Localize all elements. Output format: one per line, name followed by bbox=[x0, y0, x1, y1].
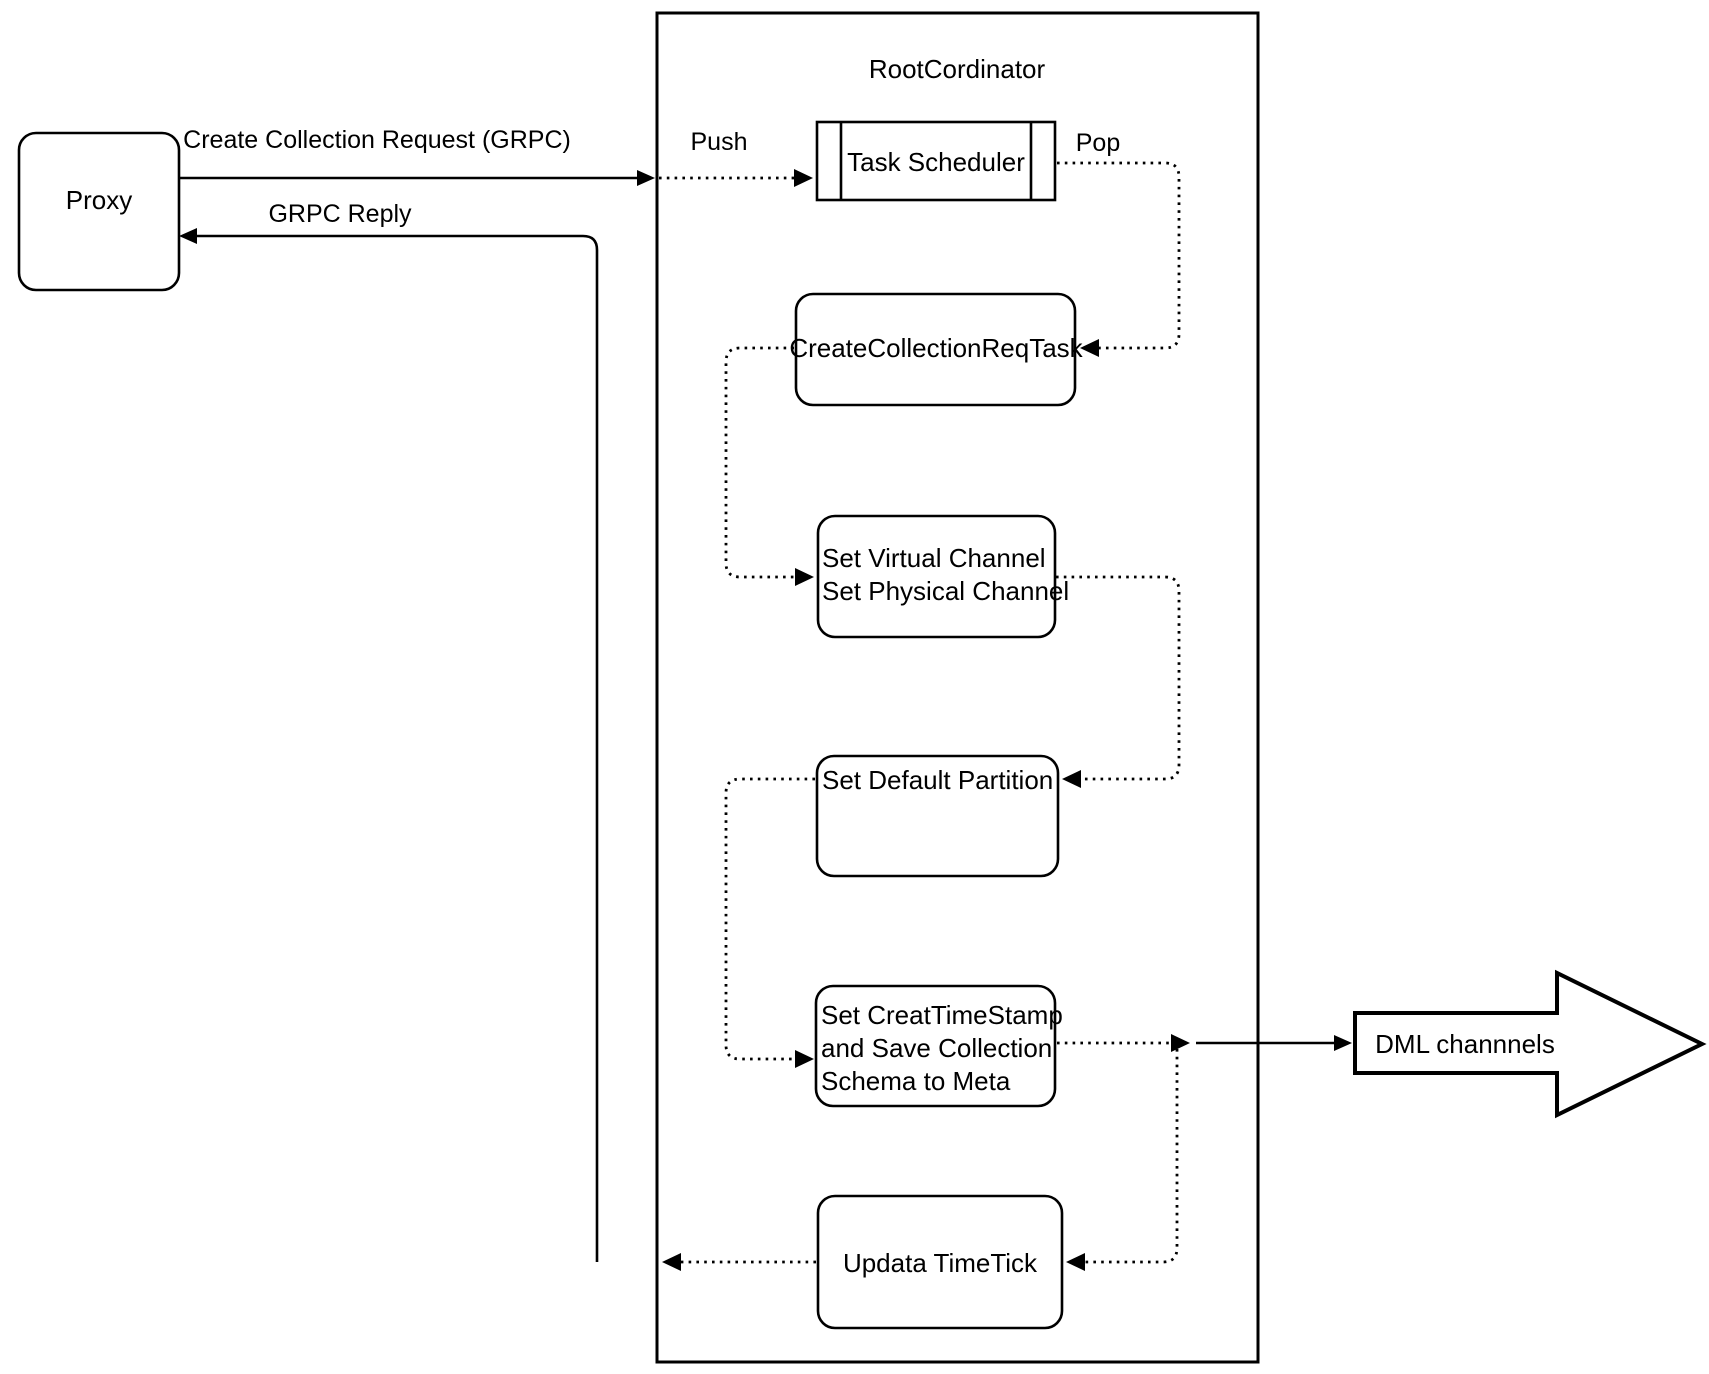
updata-timetick-label: Updata TimeTick bbox=[843, 1248, 1038, 1278]
updata-timetick-node[interactable]: Updata TimeTick bbox=[816, 1194, 1064, 1330]
edge-creat-timestamp-to-dml bbox=[1057, 1034, 1352, 1052]
create-collection-req-task-label: CreateCollectionReqTask bbox=[789, 333, 1083, 363]
create-collection-req-task-node[interactable]: CreateCollectionReqTask bbox=[789, 292, 1084, 407]
task-scheduler-label: Task Scheduler bbox=[847, 147, 1025, 177]
edge-label-create-collection-request: Create Collection Request (GRPC) bbox=[183, 126, 571, 154]
set-physical-channel-label: Set Physical Channel bbox=[822, 576, 1069, 606]
edge-label-grpc-reply: GRPC Reply bbox=[268, 200, 412, 228]
rootcordinator-title: RootCordinator bbox=[869, 54, 1046, 84]
set-creat-timestamp-node[interactable]: Set CreatTimeStamp and Save Collection S… bbox=[814, 984, 1063, 1108]
edge-set-channel-to-default-partition bbox=[1056, 575, 1181, 788]
set-default-partition-label: Set Default Partition bbox=[822, 765, 1053, 795]
set-default-partition-node[interactable]: Set Default Partition bbox=[815, 754, 1060, 878]
rootcordinator-container: RootCordinator bbox=[655, 11, 1260, 1364]
edge-label-push: Push bbox=[691, 128, 748, 156]
set-creat-timestamp-line3: Schema to Meta bbox=[821, 1066, 1011, 1096]
set-channel-node[interactable]: Set Virtual Channel Set Physical Channel bbox=[816, 514, 1069, 639]
set-virtual-channel-label: Set Virtual Channel bbox=[822, 543, 1046, 573]
edge-create-collection-request: Create Collection Request (GRPC) bbox=[179, 126, 655, 186]
dml-channels-node[interactable]: DML channnels bbox=[1353, 969, 1707, 1119]
edge-updata-timetick-to-reply bbox=[662, 1253, 816, 1271]
proxy-node[interactable]: Proxy bbox=[17, 131, 181, 292]
set-creat-timestamp-line2: and Save Collection bbox=[821, 1033, 1052, 1063]
edge-pop: Pop bbox=[1057, 129, 1181, 357]
task-scheduler-node[interactable]: Task Scheduler bbox=[815, 120, 1057, 202]
edge-task-to-set-channel bbox=[724, 346, 814, 586]
dml-channels-label: DML channnels bbox=[1375, 1029, 1555, 1059]
edge-push: Push bbox=[659, 128, 813, 187]
set-creat-timestamp-line1: Set CreatTimeStamp bbox=[821, 1000, 1063, 1030]
edge-default-partition-to-creat-timestamp bbox=[724, 777, 815, 1068]
edge-creat-timestamp-to-updata-timetick bbox=[1066, 1049, 1179, 1271]
proxy-label: Proxy bbox=[66, 185, 132, 215]
edge-label-pop: Pop bbox=[1076, 129, 1120, 157]
edge-grpc-reply: GRPC Reply bbox=[179, 200, 599, 1262]
